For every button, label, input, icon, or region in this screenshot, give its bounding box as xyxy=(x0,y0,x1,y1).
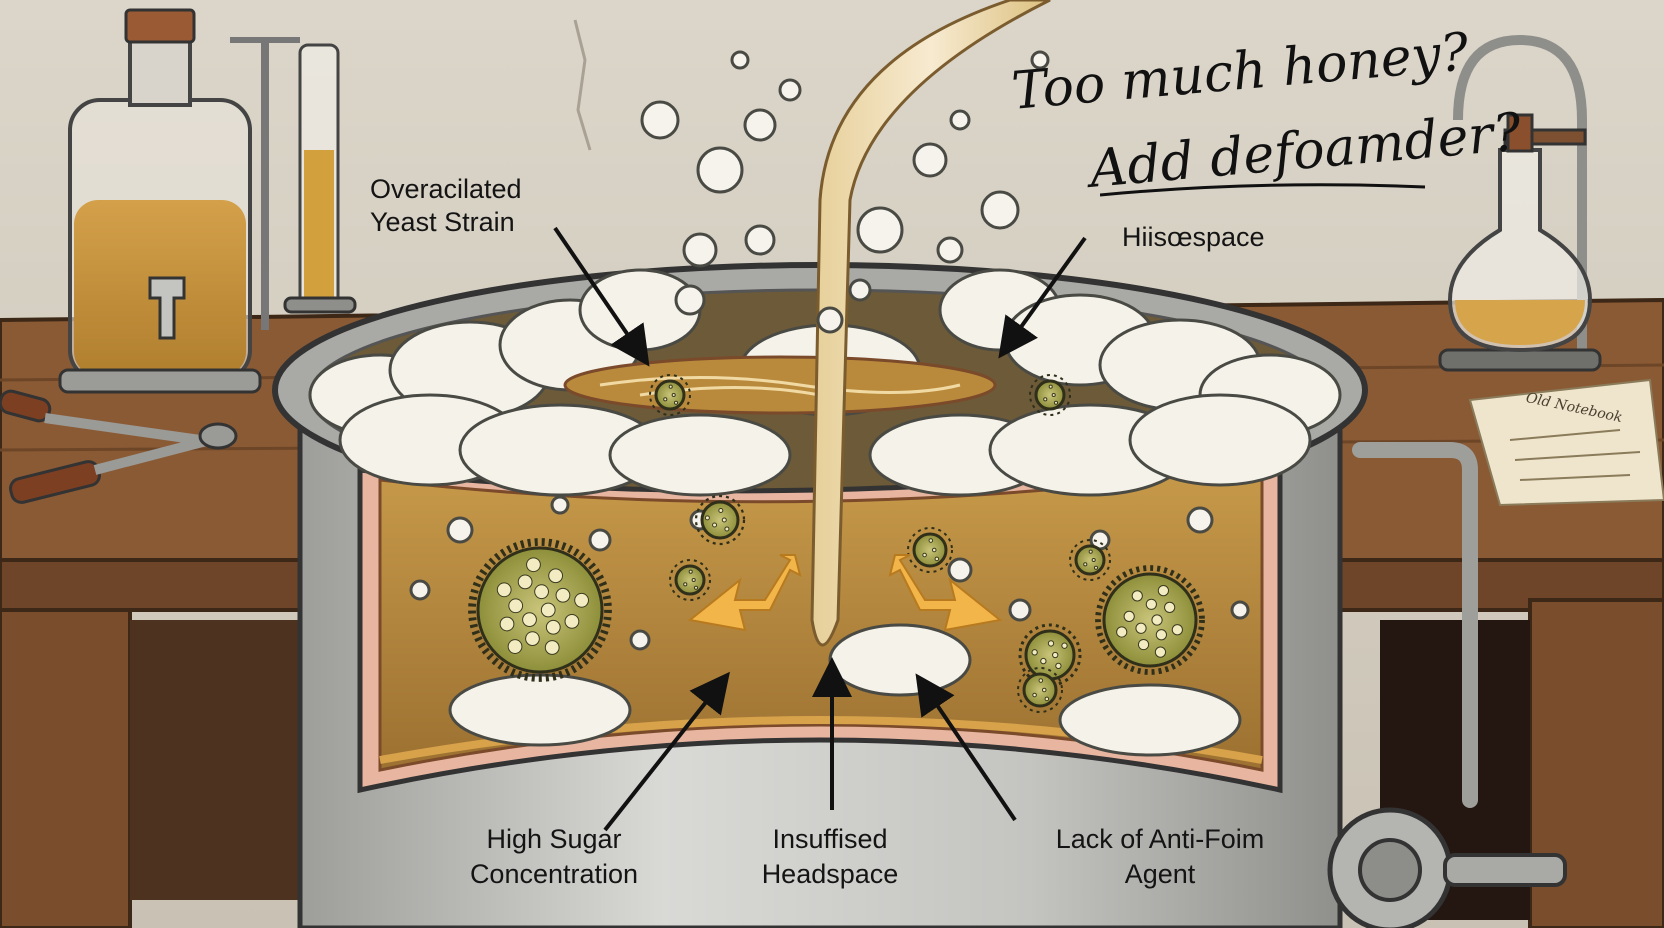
note-underline xyxy=(1100,183,1426,197)
bubble xyxy=(446,516,474,544)
label-antifoam-line1: Lack of Anti-Foim xyxy=(1055,824,1265,854)
paper-note xyxy=(1468,378,1664,507)
yeast-cell-icon xyxy=(1018,623,1082,687)
bubble xyxy=(980,190,1020,230)
tools-icon xyxy=(0,389,238,504)
bubble xyxy=(550,495,570,515)
liquid-swirl xyxy=(563,355,997,415)
label-antifoam-line2: Agent xyxy=(1124,859,1196,889)
bubble xyxy=(1230,600,1250,620)
label-sugar-line2: Concentration xyxy=(469,859,639,889)
bubble xyxy=(912,142,948,178)
yeast-cell-icon xyxy=(1095,565,1205,675)
arrow-sugar-icon xyxy=(603,671,730,832)
yeast-cell-icon xyxy=(669,559,711,601)
bubble xyxy=(744,224,776,256)
bubble xyxy=(629,629,651,651)
bubble xyxy=(1186,506,1214,534)
bubble xyxy=(936,236,964,264)
floating-bubbles xyxy=(409,50,1250,651)
yeast-cell-icon xyxy=(468,538,612,682)
label-headspace-line2: Headspace xyxy=(761,859,899,889)
yeast-cell-icon xyxy=(1069,539,1111,581)
bubble xyxy=(947,557,973,583)
flask-icon xyxy=(1438,34,1602,372)
yeast-cell-icon xyxy=(649,374,691,416)
bubble xyxy=(640,100,680,140)
yeast-cell-icon xyxy=(1017,667,1063,713)
yeast-cells xyxy=(468,374,1205,713)
bubble xyxy=(588,528,612,552)
bubble xyxy=(778,78,802,102)
yeast-cell-icon xyxy=(907,527,953,573)
annotation-arrows xyxy=(553,226,1087,832)
bubble xyxy=(816,306,844,334)
arrow-antifoam-icon xyxy=(915,673,1017,822)
yeast-cell-icon xyxy=(694,494,746,546)
arrow-yeast-strain-icon xyxy=(553,226,650,367)
bubble xyxy=(949,109,971,131)
arrow-headspace-top-icon xyxy=(998,236,1087,359)
bubble xyxy=(856,206,904,254)
label-yeast-strain-line1: Overacilated xyxy=(370,174,522,204)
wall-crack xyxy=(573,19,592,151)
bubble xyxy=(696,146,744,194)
bubble xyxy=(674,284,706,316)
yeast-cell-icon xyxy=(1029,374,1071,416)
label-sugar-line1: High Sugar xyxy=(486,824,622,854)
orange-arrow-left-icon xyxy=(687,554,802,632)
bubble xyxy=(682,232,718,268)
label-headspace-top: Hiisœspace xyxy=(1122,222,1265,252)
bubble xyxy=(848,278,872,302)
bubble xyxy=(409,579,431,601)
pouring-stream xyxy=(810,0,1051,647)
graduated-cylinder-icon xyxy=(230,37,357,330)
bubble xyxy=(743,108,777,142)
bubble xyxy=(1030,50,1050,70)
orange-flow-arrows xyxy=(687,554,1003,632)
glass-jar-icon xyxy=(58,8,262,394)
label-headspace-line1: Insuffised xyxy=(772,824,888,854)
bubble xyxy=(730,50,750,70)
label-yeast-strain-line2: Yeast Strain xyxy=(370,207,515,237)
orange-arrow-right-icon xyxy=(888,554,1003,632)
bubble xyxy=(1008,598,1032,622)
